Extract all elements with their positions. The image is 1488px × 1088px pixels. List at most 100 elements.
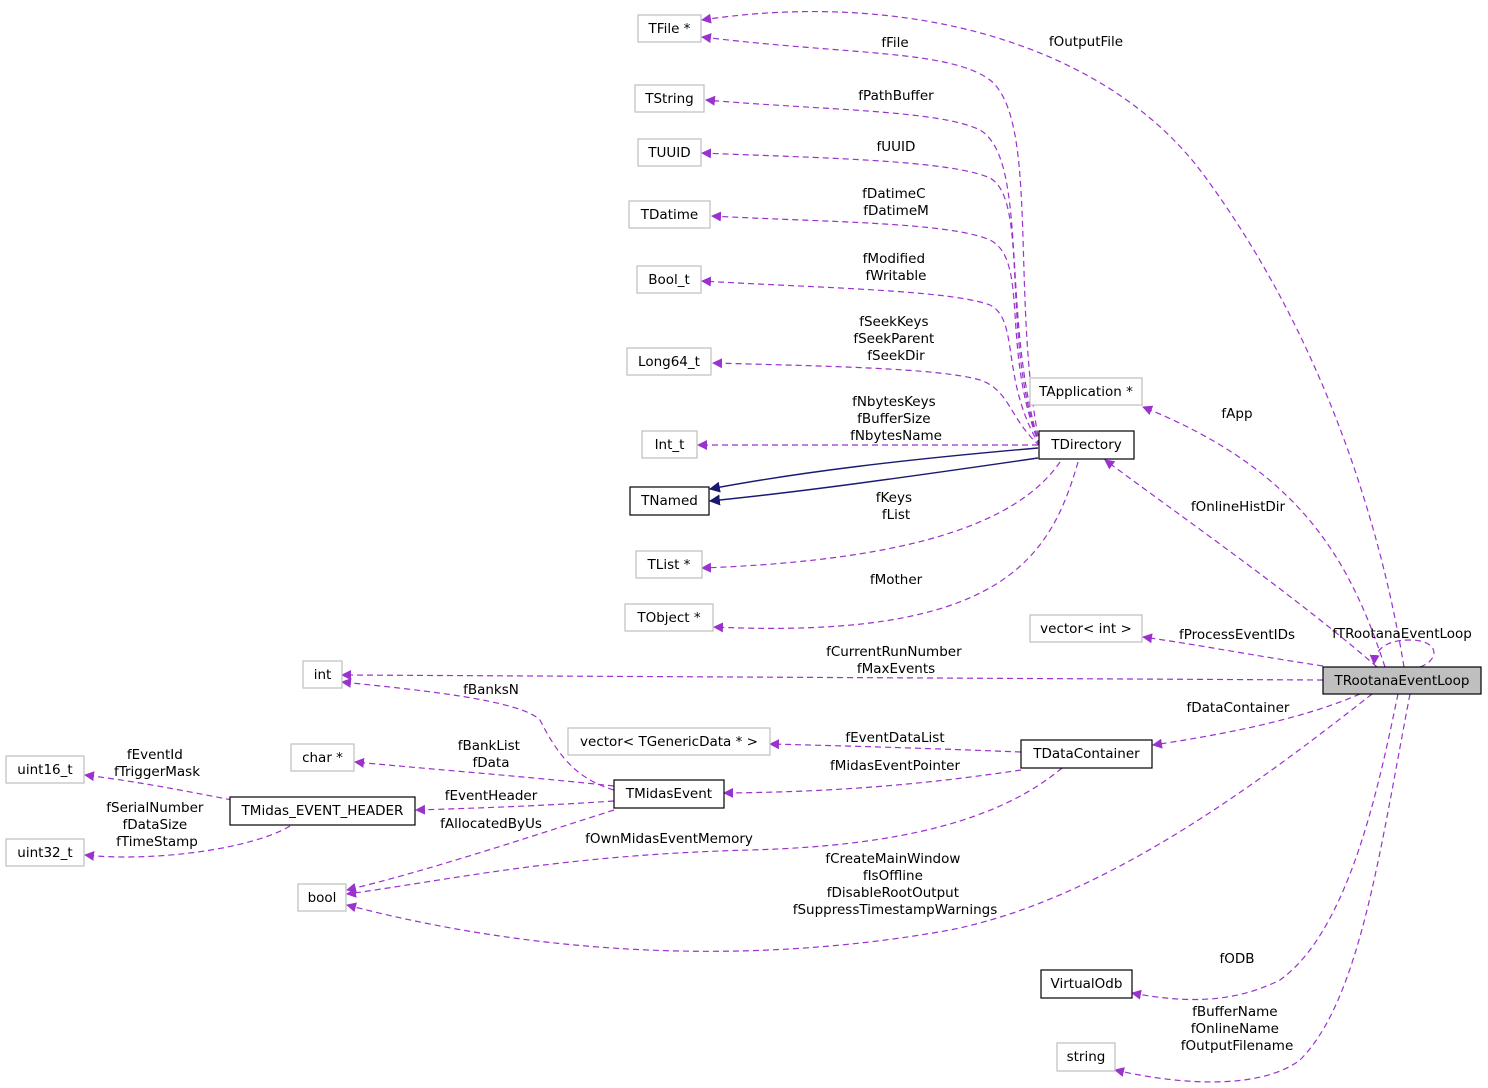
edge-fcurrentrun	[341, 670, 1324, 681]
label-fonlinehistdir: fOnlineHistDir	[1191, 499, 1286, 515]
edge-ftrootana	[1369, 639, 1435, 668]
label-fodb: fODB	[1219, 951, 1254, 967]
node-vector-int[interactable]: vector< int >	[1029, 614, 1143, 643]
label-fkeys: fKeys fList	[876, 490, 917, 523]
label-fdatime: fDatimeC fDatimeM	[862, 186, 930, 219]
edge-fmother	[713, 461, 1079, 633]
edge-feventid	[84, 771, 233, 801]
label-fseek: fSeekKeys fSeekParent fSeekDir	[853, 314, 938, 364]
label-fprocesseventids: fProcessEventIDs	[1179, 627, 1295, 643]
node-string[interactable]: string	[1056, 1042, 1116, 1072]
node-tobject[interactable]: TObject *	[624, 603, 714, 632]
node-vector-tgenericdata[interactable]: vector< TGenericData * >	[567, 727, 771, 756]
svg-text:string: string	[1067, 1049, 1106, 1065]
node-int[interactable]: int	[302, 660, 343, 689]
node-long64-t[interactable]: Long64_t	[626, 347, 712, 376]
label-fbanksn: fBanksN	[463, 682, 519, 698]
nodes: TFile * TString TUUID TDatime Bool_t Lon…	[5, 14, 1482, 1072]
svg-text:TNamed: TNamed	[640, 493, 698, 509]
edge-foutputfile	[701, 11, 1405, 668]
edge-fonlinehistdir	[1104, 459, 1378, 668]
node-trootanaeventloop[interactable]: TRootanaEventLoop	[1322, 666, 1482, 695]
label-fuuid: fUUID	[877, 139, 916, 155]
svg-text:bool: bool	[308, 890, 337, 906]
label-feventdatalist: fEventDataList	[845, 730, 944, 746]
node-tdatime[interactable]: TDatime	[628, 200, 711, 229]
svg-text:VirtualOdb: VirtualOdb	[1051, 976, 1123, 992]
node-tdirectory[interactable]: TDirectory	[1038, 430, 1135, 460]
svg-text:TList *: TList *	[647, 557, 691, 573]
node-tapplication[interactable]: TApplication *	[1029, 377, 1143, 406]
edge-fmodified	[701, 276, 1041, 447]
edge-fmidaseventpointer	[723, 769, 1022, 798]
edge-fcreatemain	[346, 693, 1373, 952]
label-ftrootana: fTRootanaEventLoop	[1332, 626, 1472, 642]
edge-ffile	[701, 33, 1041, 447]
label-foutputfile: fOutputFile	[1049, 34, 1123, 50]
label-ffile: fFile	[881, 35, 908, 51]
edge-fbanklist	[354, 757, 615, 787]
node-tnamed[interactable]: TNamed	[629, 486, 710, 516]
node-uint32-t[interactable]: uint32_t	[5, 838, 85, 867]
svg-text:vector< int >: vector< int >	[1040, 621, 1132, 637]
label-fbuffername: fBufferName fOnlineName fOutputFilename	[1181, 1004, 1294, 1054]
svg-text:Long64_t: Long64_t	[638, 354, 700, 370]
label-fnbytes: fNbytesKeys fBufferSize fNbytesName	[850, 394, 942, 444]
svg-text:TFile *: TFile *	[648, 21, 691, 37]
svg-text:int: int	[314, 667, 332, 683]
label-fcreatemain: fCreateMainWindow fIsOffline fDisableRoo…	[793, 851, 998, 918]
node-tmidasevent[interactable]: TMidasEvent	[613, 779, 725, 809]
svg-text:char *: char *	[302, 750, 343, 766]
node-tfile[interactable]: TFile *	[637, 14, 702, 43]
label-fcurrentrun: fCurrentRunNumber fMaxEvents	[826, 644, 966, 677]
label-fallocated: fAllocatedByUs	[440, 816, 542, 832]
node-tstring[interactable]: TString	[634, 84, 705, 113]
svg-text:TDatime: TDatime	[640, 207, 698, 223]
svg-text:Bool_t: Bool_t	[648, 272, 690, 288]
edge-fdatacontainer	[1152, 693, 1361, 749]
label-feventid: fEventId fTriggerMask	[114, 747, 200, 780]
edge-feventdatalist	[769, 739, 1022, 753]
edge-fprocesseventids	[1142, 633, 1324, 667]
label-fmodified: fModified fWritable	[863, 251, 930, 284]
edge-fpathbuffer	[705, 95, 1041, 447]
node-int-t[interactable]: Int_t	[641, 430, 698, 459]
edge-fownmidas	[346, 767, 1063, 898]
edge-fuuid	[701, 148, 1041, 447]
node-char[interactable]: char *	[290, 743, 355, 772]
node-bool-t[interactable]: Bool_t	[636, 265, 702, 294]
label-fpathbuffer: fPathBuffer	[858, 88, 934, 104]
node-bool[interactable]: bool	[297, 883, 347, 912]
edge-fserial	[84, 825, 291, 861]
node-tuuid[interactable]: TUUID	[637, 138, 702, 167]
edge-fbuffername	[1114, 693, 1411, 1083]
node-uint16-t[interactable]: uint16_t	[5, 755, 85, 784]
node-tmidas-event-header[interactable]: TMidas_EVENT_HEADER	[229, 796, 416, 826]
label-fdatacontainer: fDataContainer	[1187, 700, 1290, 716]
edge-labels: fOutputFile fFile fPathBuffer fUUID fDat…	[106, 34, 1472, 1054]
edges	[84, 11, 1435, 1083]
svg-text:TApplication *: TApplication *	[1038, 384, 1133, 400]
svg-text:Int_t: Int_t	[655, 437, 685, 453]
label-fserial: fSerialNumber fDataSize fTimeStamp	[106, 800, 207, 850]
node-tlist[interactable]: TList *	[635, 550, 703, 579]
label-fbanklist: fBankList fData	[458, 738, 525, 771]
svg-text:TUUID: TUUID	[647, 145, 690, 161]
svg-text:TObject *: TObject *	[636, 610, 701, 626]
edge-inherit-2	[708, 457, 1039, 506]
edge-fseek	[712, 358, 1041, 447]
edge-fapp	[1142, 405, 1386, 668]
node-virtualodb[interactable]: VirtualOdb	[1040, 969, 1133, 999]
edge-feventheader	[415, 800, 615, 815]
svg-text:TMidas_EVENT_HEADER: TMidas_EVENT_HEADER	[241, 803, 404, 819]
edge-inherit-1	[708, 447, 1039, 493]
node-tdatacontainer[interactable]: TDataContainer	[1020, 739, 1153, 769]
edge-fbanksn	[341, 677, 615, 791]
svg-text:TDataContainer: TDataContainer	[1032, 746, 1140, 762]
edge-fodb	[1131, 693, 1399, 1001]
svg-text:TDirectory: TDirectory	[1050, 437, 1121, 453]
edge-fkeys	[701, 461, 1061, 573]
label-fmother: fMother	[870, 572, 923, 588]
edge-fdatime	[711, 211, 1041, 447]
